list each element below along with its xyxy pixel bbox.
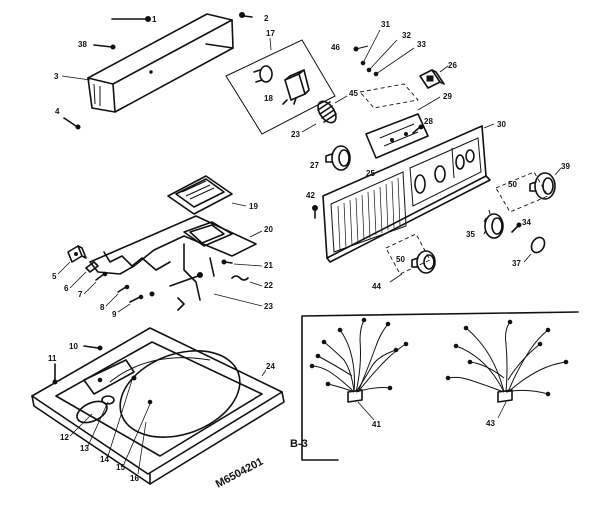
callout-6: 6 — [64, 284, 69, 293]
callout-23-top: 23 — [291, 130, 300, 139]
callout-50-lower: 50 — [396, 255, 405, 264]
part-fasteners-21-23 — [169, 259, 249, 311]
callout-1: 1 — [152, 15, 157, 24]
part-screw-28 — [412, 124, 424, 134]
callout-23-lower: 23 — [264, 302, 273, 311]
part-clip-37 — [530, 236, 546, 254]
callout-45: 45 — [349, 89, 358, 98]
callout-17: 17 — [266, 29, 275, 38]
part-wire-harness-41 — [309, 317, 409, 403]
callout-16: 16 — [130, 474, 139, 483]
callout-18: 18 — [264, 94, 273, 103]
harness-inset-frame — [301, 311, 579, 461]
part-bracket-20 — [89, 215, 257, 301]
callout-30: 30 — [497, 120, 506, 129]
part-screw-42 — [312, 205, 318, 219]
callout-24: 24 — [266, 362, 275, 371]
part-screw-38 — [93, 44, 116, 50]
part-switch-26 — [419, 69, 445, 89]
callout-19: 19 — [249, 202, 258, 211]
leader-dashed-upper — [359, 83, 419, 109]
part-knob-44 — [411, 250, 436, 274]
callout-46: 46 — [331, 43, 340, 52]
callout-35: 35 — [466, 230, 475, 239]
part-screw-2 — [239, 12, 253, 18]
part-screw-1 — [111, 16, 151, 22]
callout-29: 29 — [443, 92, 452, 101]
part-screw-4 — [63, 117, 81, 130]
callout-34: 34 — [522, 218, 531, 227]
part-hardware-6-9 — [85, 261, 155, 303]
callout-8: 8 — [100, 303, 105, 312]
callout-11: 11 — [48, 354, 57, 363]
part-knob-35 — [483, 209, 504, 239]
callout-13: 13 — [80, 444, 89, 453]
part-knob-39 — [529, 172, 556, 200]
part-screws-31-33 — [353, 29, 415, 77]
part-wire-harness-43 — [445, 319, 569, 403]
callout-28: 28 — [424, 117, 433, 126]
callout-2: 2 — [264, 14, 269, 23]
leader-dashed-right — [495, 171, 549, 213]
callout-37: 37 — [512, 259, 521, 268]
part-control-panel-30 — [322, 125, 491, 263]
callout-50-right: 50 — [508, 180, 517, 189]
callout-12: 12 — [60, 433, 69, 442]
callout-25: 25 — [366, 169, 375, 178]
callout-33: 33 — [417, 40, 426, 49]
part-knob-27 — [325, 145, 351, 171]
document-code: M6504201 — [214, 456, 266, 491]
callout-44: 44 — [372, 282, 381, 291]
callout-39: 39 — [561, 162, 570, 171]
part-spring-45 — [317, 100, 337, 124]
callout-41: 41 — [372, 420, 381, 429]
callout-31: 31 — [381, 20, 390, 29]
panel-vent-hatch — [337, 177, 401, 251]
callout-4: 4 — [55, 107, 60, 116]
part-rear-cover-3 — [87, 13, 234, 113]
callout-5: 5 — [52, 272, 57, 281]
callout-10: 10 — [69, 342, 78, 351]
leader-dashed-lower — [385, 233, 431, 275]
callout-42: 42 — [306, 191, 315, 200]
part-top-cover-24 — [31, 327, 285, 485]
part-screws-10-11 — [52, 345, 103, 385]
callout-20: 20 — [264, 225, 273, 234]
callout-26: 26 — [448, 61, 457, 70]
part-cover-19 — [167, 175, 233, 215]
part-screw-34 — [511, 222, 522, 233]
callout-22: 22 — [264, 281, 273, 290]
callout-14: 14 — [100, 455, 109, 464]
callout-32: 32 — [402, 31, 411, 40]
part-bracket-29 — [365, 113, 429, 159]
callout-38: 38 — [78, 40, 87, 49]
callout-27: 27 — [310, 161, 319, 170]
callout-7: 7 — [78, 290, 83, 299]
callout-21: 21 — [264, 261, 273, 270]
callout-3: 3 — [54, 72, 59, 81]
callout-15: 15 — [116, 463, 125, 472]
part-group-17 — [225, 39, 336, 135]
section-code: B-3 — [290, 438, 308, 450]
callout-9: 9 — [112, 310, 117, 319]
callout-43: 43 — [486, 419, 495, 428]
part-switch-5 — [67, 245, 87, 263]
